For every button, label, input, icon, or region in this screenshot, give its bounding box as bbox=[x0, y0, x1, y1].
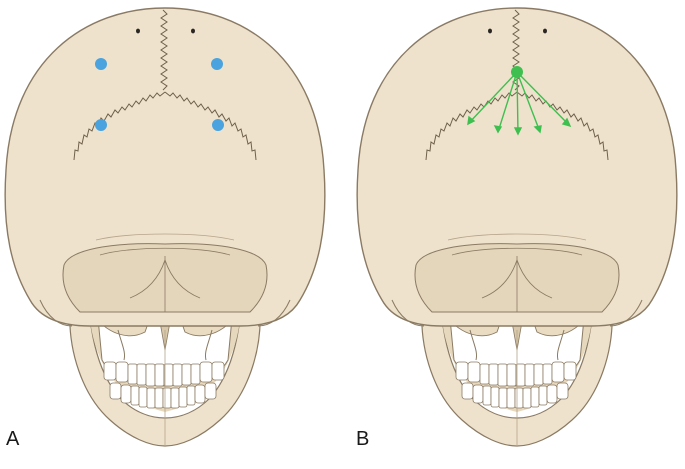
marker-dot-upper-left bbox=[95, 58, 107, 70]
marker-dot-lower-left bbox=[95, 119, 107, 131]
panel-a bbox=[4, 7, 326, 447]
radiating-arrows bbox=[467, 71, 572, 136]
marker-dot-lower-right bbox=[212, 119, 224, 131]
panel-b bbox=[356, 7, 678, 447]
marker-dot-upper-right bbox=[211, 58, 223, 70]
panel-label-b: B bbox=[356, 428, 370, 450]
marker-dots bbox=[95, 58, 224, 131]
panel-label-a: A bbox=[6, 428, 20, 450]
source-point bbox=[511, 66, 523, 78]
